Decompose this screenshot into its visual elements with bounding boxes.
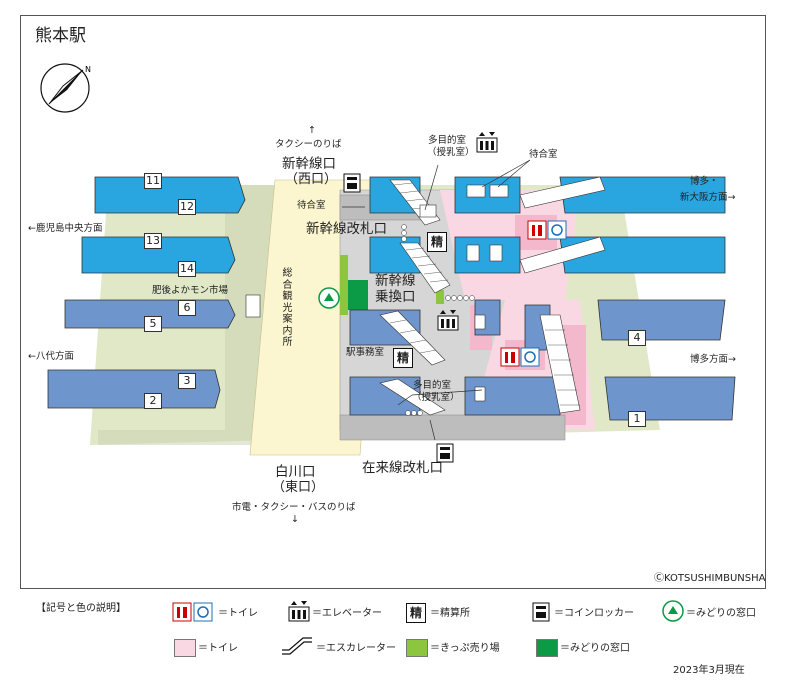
legend-heading: 【記号と色の説明】: [36, 603, 126, 614]
coin-locker-icon: [343, 173, 361, 193]
legend-seisan-label: ＝精算所: [430, 608, 470, 619]
legend-ticket-area-swatch: [406, 639, 428, 657]
escalator-6: [519, 236, 606, 274]
platform-number-12: 12: [178, 199, 196, 215]
direction-yatsushiro: ←八代方面: [28, 351, 74, 362]
platform-number-1: 1: [628, 411, 646, 427]
waiting-room-box-4: [489, 244, 503, 262]
platform-number-5: 5: [144, 316, 162, 332]
legend-ticket-area-label: ＝きっぷ売り場: [430, 643, 500, 654]
legend-toilet-area-label: ＝トイレ: [198, 643, 238, 654]
legend-toilet-label: ＝トイレ: [218, 608, 258, 619]
legend-escalator-icon: [282, 637, 312, 655]
waiting-room-label-1: 待合室: [297, 200, 326, 211]
exit-shinkansen-west: 新幹線口: [282, 156, 336, 172]
platform-shape-c-4: [464, 376, 561, 416]
multipurpose-room-label-2: 多目的室: [413, 380, 452, 391]
escalator-7: [539, 314, 581, 414]
escalator-5: [519, 176, 606, 209]
transfer-gate-label-1: 新幹線: [375, 273, 416, 289]
copyright: ⒸKOTSUSHIMBUNSHA: [654, 573, 766, 584]
platform-shape-11-12: [94, 176, 246, 214]
arrow-south: ↓: [291, 514, 299, 525]
waiting-room-box-3: [466, 244, 480, 262]
waiting-room-box-6: [474, 314, 486, 330]
compass: N: [40, 63, 91, 113]
escalator-4: [379, 378, 446, 416]
legend-fare-adjustment-icon: 精: [406, 603, 426, 623]
tourist-info-label: 総合観光案内所: [282, 268, 293, 348]
legend-locker-label: ＝コインロッカー: [554, 608, 634, 619]
south-lip: [339, 414, 566, 441]
direction-hakata-shinosaka-2: 新大阪方面→: [680, 192, 736, 203]
platform-number-3: 3: [178, 373, 196, 389]
market-box: [245, 294, 261, 318]
platform-number-11: 11: [144, 173, 162, 189]
platform-number-2: 2: [144, 393, 162, 409]
legend-escalator-label: ＝エスカレーター: [316, 643, 396, 654]
waiting-room-box-5: [419, 204, 437, 218]
toilet-icon: [500, 347, 540, 367]
waiting-room-box-7: [474, 386, 486, 402]
platform-number-13: 13: [144, 233, 162, 249]
exit-shirakawa: 白川口: [275, 464, 316, 480]
multipurpose-room-label-1: 多目的室: [428, 135, 467, 146]
ticket-area-1: [340, 255, 348, 315]
direction-south-transport: 市電・タクシー・バスのりば: [232, 502, 356, 513]
fare-adjustment-icon: 精: [393, 348, 413, 368]
platform-shape-mid-3: [454, 176, 521, 214]
legend-elevator-icon: [288, 601, 310, 622]
exit-shirakawa-sub: （東口）: [272, 480, 325, 495]
escalator-stripes: [389, 182, 580, 406]
platform-shape-2-3: [47, 369, 221, 409]
gate-dots: [401, 224, 475, 416]
exit-shinkansen-west-sub: （西口）: [285, 172, 338, 187]
leader-lines: [342, 159, 531, 441]
direction-hakata: 博多方面→: [690, 354, 736, 365]
direction-taxi-north: タクシーのりば: [275, 139, 342, 150]
platform-number-6: 6: [178, 300, 196, 316]
multipurpose-room-sub-2: （授乳室）: [412, 392, 460, 403]
svg-text:N: N: [85, 65, 91, 74]
waiting-room-label-2: 待合室: [529, 149, 558, 160]
waiting-room-box-1: [466, 184, 486, 198]
coin-locker-icon: [436, 443, 454, 463]
waiting-room-box-2: [489, 184, 509, 198]
map-title: 熊本駅: [35, 26, 86, 46]
legend-toilet-icon: [172, 602, 213, 622]
legend-midori-window-icon: [662, 600, 684, 622]
direction-hakata-shinosaka: 博多・: [690, 176, 719, 187]
elevator-icon: [476, 132, 498, 153]
multipurpose-room-sub-1: （授乳室）: [427, 147, 475, 158]
platform-number-14: 14: [178, 261, 196, 277]
as-of-date: 2023年3月現在: [673, 665, 745, 676]
platform-shape-4: [597, 299, 726, 341]
platform-shape-1: [604, 376, 736, 421]
platform-shape-mid-4: [454, 236, 521, 274]
higo-market-label: 肥後よかモン市場: [152, 285, 229, 296]
elevator-icon: [437, 310, 459, 331]
legend-midori-icon-label: ＝みどりの窓口: [686, 608, 756, 619]
fare-adjustment-icon: 精: [427, 232, 447, 252]
transfer-gate-label-2: 乗換口: [375, 289, 416, 305]
escalator-2: [399, 242, 451, 294]
legend-toilet-area-swatch: [174, 639, 196, 657]
ticket-area-2: [436, 290, 444, 304]
direction-kagoshima: ←鹿児島中央方面: [28, 223, 103, 234]
toilet-icon: [527, 220, 567, 240]
midori-area: [348, 280, 368, 310]
legend-coin-locker-icon: [532, 602, 550, 622]
platform-number-4: 4: [628, 330, 646, 346]
station-map: N: [40, 63, 736, 456]
legend-elevator-label: ＝エレベーター: [312, 608, 382, 619]
platform-shape-13-14: [81, 236, 236, 274]
shinkansen-gate-label: 新幹線改札口: [306, 221, 387, 237]
midori-window-icon: [318, 287, 340, 309]
legend-midori-area-label: ＝みどりの窓口: [560, 643, 630, 654]
legend-midori-area-swatch: [536, 639, 558, 657]
arrow-north: ↑: [308, 125, 316, 136]
conventional-gate-label: 在来線改札口: [362, 460, 443, 476]
station-office-label: 駅事務室: [346, 347, 385, 358]
